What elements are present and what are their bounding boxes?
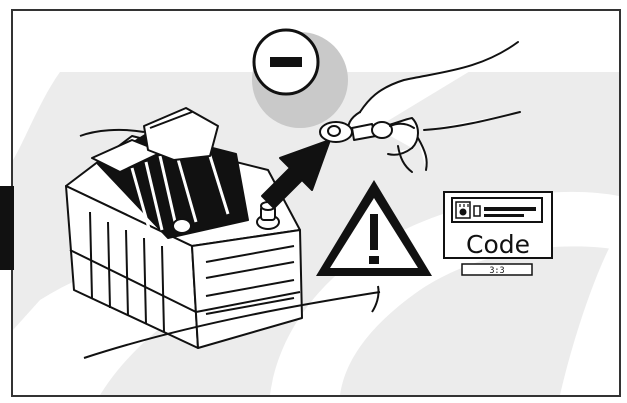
page-indicator: 3:3 [462, 264, 532, 276]
side-tab [0, 186, 14, 270]
page-indicator-label: 3:3 [489, 266, 504, 276]
radio-code-label: Code [466, 230, 530, 259]
radio-code-icon: Code [444, 192, 552, 259]
